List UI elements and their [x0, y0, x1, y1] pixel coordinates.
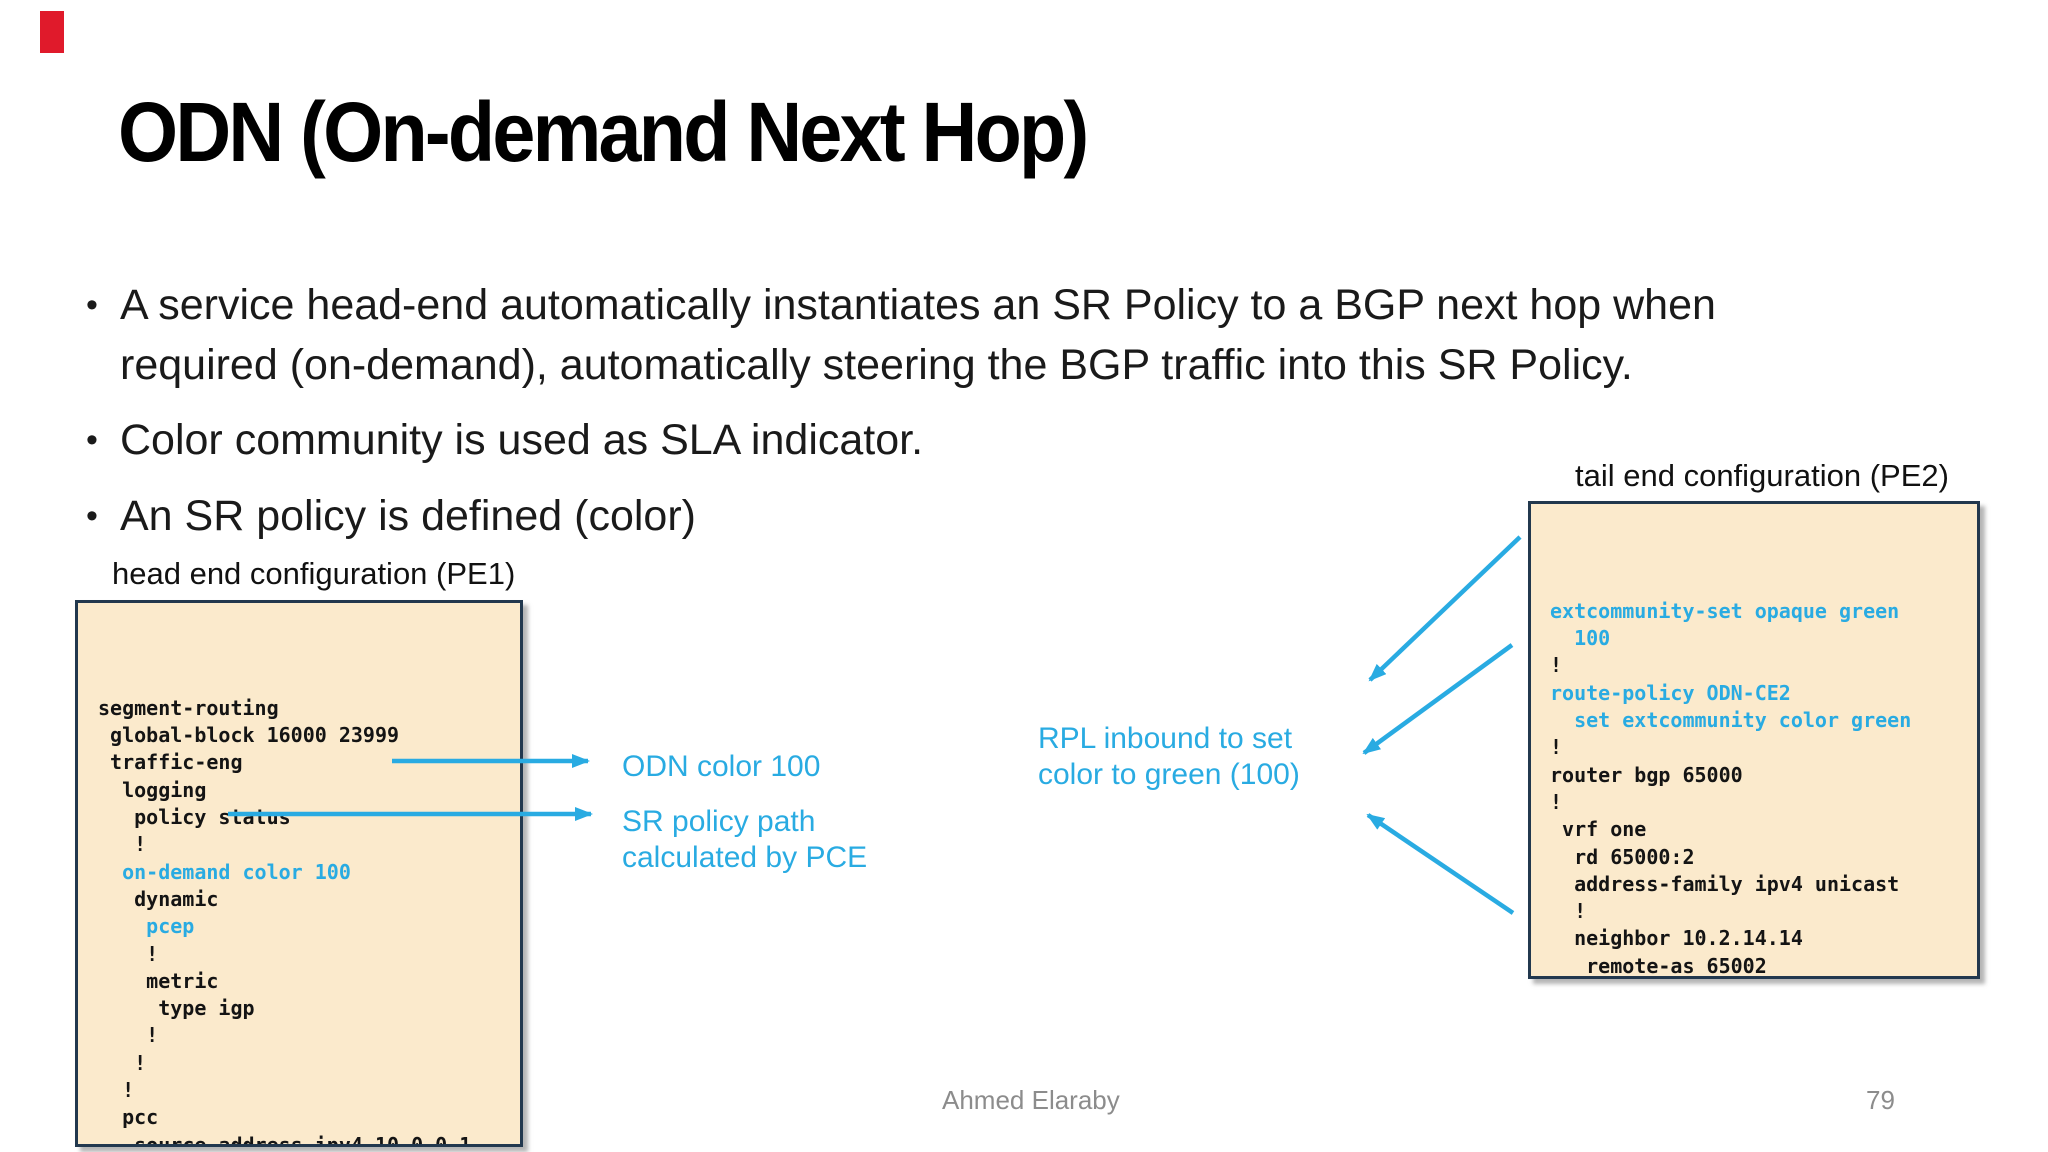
code-line: remote-as 65002	[1550, 953, 1767, 978]
annotation-line: RPL inbound to set	[1038, 722, 1293, 755]
bullet-text: A service head-end automatically instant…	[120, 275, 1716, 395]
code-line: logging	[98, 777, 207, 802]
code-line: route-policy ODN-CE2	[1550, 680, 1791, 705]
bullet-item: • A service head-end automatically insta…	[86, 275, 1716, 395]
code-line: on-demand color 100	[98, 859, 351, 884]
headend-config-box: segment-routing global-block 16000 23999…	[75, 600, 523, 1147]
arrow-tailend-3	[1366, 813, 1515, 915]
headend-config-label: head end configuration (PE1)	[112, 556, 516, 591]
code-line: !	[98, 1023, 159, 1048]
arrow-tailend-2	[1362, 643, 1514, 755]
bullet-dot: •	[86, 421, 98, 459]
code-line: rd 65000:2	[1550, 844, 1695, 869]
arrow-tailend-1	[1368, 535, 1522, 682]
accent-bar	[40, 11, 64, 53]
code-line: !	[98, 832, 147, 857]
code-line: !	[98, 941, 159, 966]
code-line: address-family ipv4 unicast	[1550, 871, 1900, 896]
annotation-sr-policy-path: SR policy path calculated by PCE	[622, 804, 867, 876]
footer-page-number: 79	[1866, 1085, 1895, 1115]
bullet-line: A service head-end automatically instant…	[120, 281, 1716, 329]
code-line: !	[1550, 899, 1587, 924]
code-line: metric	[98, 968, 219, 993]
code-line: traffic-eng	[98, 750, 243, 775]
bullet-dot: •	[86, 286, 98, 324]
bullet-item: • An SR policy is defined (color)	[86, 486, 696, 546]
code-line: source-address ipv4 10.0.0.1	[98, 1132, 472, 1147]
annotation-line: SR policy path	[622, 805, 816, 838]
bullet-item: • Color community is used as SLA indicat…	[86, 410, 923, 470]
code-line: !	[1550, 653, 1563, 678]
code-line: extcommunity-set opaque green	[1550, 598, 1900, 623]
bullet-dot: •	[86, 497, 98, 535]
annotation-line: calculated by PCE	[622, 841, 868, 874]
code-line: neighbor 10.2.14.14	[1550, 926, 1803, 951]
bullet-line: An SR policy is defined (color)	[120, 492, 696, 540]
code-line: router bgp 65000	[1550, 762, 1743, 787]
tailend-config-box: extcommunity-set opaque green 100!route-…	[1528, 501, 1980, 979]
code-line: set extcommunity color green	[1550, 708, 1912, 733]
code-line: 100	[1550, 626, 1611, 651]
code-line: policy status	[98, 805, 291, 830]
annotation-odn-color: ODN color 100	[622, 750, 821, 783]
code-line: !	[98, 1078, 135, 1103]
code-line: type igp	[98, 996, 255, 1021]
code-line: global-block 16000 23999	[98, 723, 400, 748]
code-line: vrf one	[1550, 817, 1647, 842]
annotation-rpl-inbound: RPL inbound to set color to green (100)	[1038, 721, 1300, 793]
page-title: ODN (On-demand Next Hop)	[118, 85, 1089, 179]
code-line: pcc	[98, 1105, 159, 1130]
code-line: dynamic	[98, 886, 219, 911]
code-line: pcep	[98, 914, 195, 939]
bullet-line: required (on-demand), automatically stee…	[120, 341, 1633, 389]
tailend-config-label: tail end configuration (PE2)	[1575, 458, 1949, 493]
code-line: !	[1550, 735, 1563, 760]
footer-author: Ahmed Elaraby	[942, 1085, 1120, 1115]
bullet-line: Color community is used as SLA indicator…	[120, 416, 924, 464]
code-line: !	[1550, 789, 1563, 814]
annotation-line: color to green (100)	[1038, 758, 1300, 791]
code-line: segment-routing	[98, 695, 279, 720]
code-line: !	[98, 1050, 147, 1075]
